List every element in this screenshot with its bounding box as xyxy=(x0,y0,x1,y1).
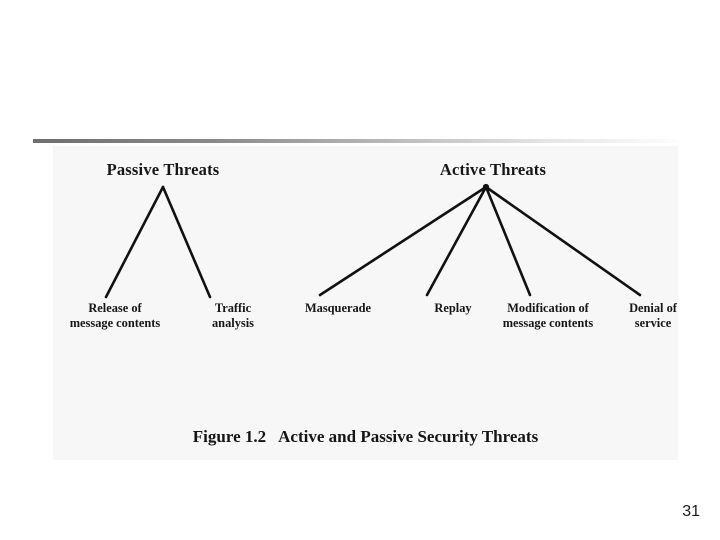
leaf-line: Denial of xyxy=(629,301,677,315)
branch-heading-passive: Passive Threats xyxy=(106,160,220,179)
leaf-line: message contents xyxy=(69,316,161,331)
leaf-line: Replay xyxy=(434,301,472,315)
leaf-label-masquerade: Masquerade xyxy=(268,301,408,316)
edge-active-to-masquerade xyxy=(318,185,488,297)
leaf-label-denial-of-service: Denial of service xyxy=(598,301,708,331)
active-apex-node xyxy=(482,183,490,191)
page-number: 31 xyxy=(682,503,700,520)
leaf-label-replay: Replay xyxy=(398,301,508,316)
threat-tree-diagram xyxy=(104,183,642,299)
branch-heading-active: Active Threats xyxy=(439,160,547,179)
leaf-line: Release of xyxy=(88,301,142,315)
diagram-edges xyxy=(104,185,642,299)
figure-caption-number: Figure 1.2 xyxy=(192,427,267,446)
leaf-line: Modification of xyxy=(507,301,589,315)
leaf-line: service xyxy=(634,316,672,331)
figure-caption: Figure 1.2 Active and Passive Security Th… xyxy=(53,427,678,447)
edge-active-to-replay xyxy=(425,185,488,297)
leaf-line: Masquerade xyxy=(304,301,372,315)
edge-active-to-denial xyxy=(484,185,642,297)
edge-active-to-modification xyxy=(484,185,532,297)
edge-passive-to-traffic xyxy=(161,185,212,299)
leaf-line: Traffic xyxy=(214,301,252,315)
figure-image-block: Passive Threats Active Threats Release o… xyxy=(53,146,678,460)
leaf-label-traffic-analysis: Traffic analysis xyxy=(183,301,283,331)
accent-rule-divider xyxy=(33,139,678,143)
leaf-label-modification-of-message-contents: Modification of message contents xyxy=(463,301,633,331)
leaf-line: analysis xyxy=(211,316,254,331)
leaf-label-release-of-message-contents: Release of message contents xyxy=(50,301,180,331)
figure-caption-title: Active and Passive Security Threats xyxy=(278,427,539,446)
edge-passive-to-release xyxy=(104,185,165,299)
leaf-line: message contents xyxy=(502,316,594,331)
